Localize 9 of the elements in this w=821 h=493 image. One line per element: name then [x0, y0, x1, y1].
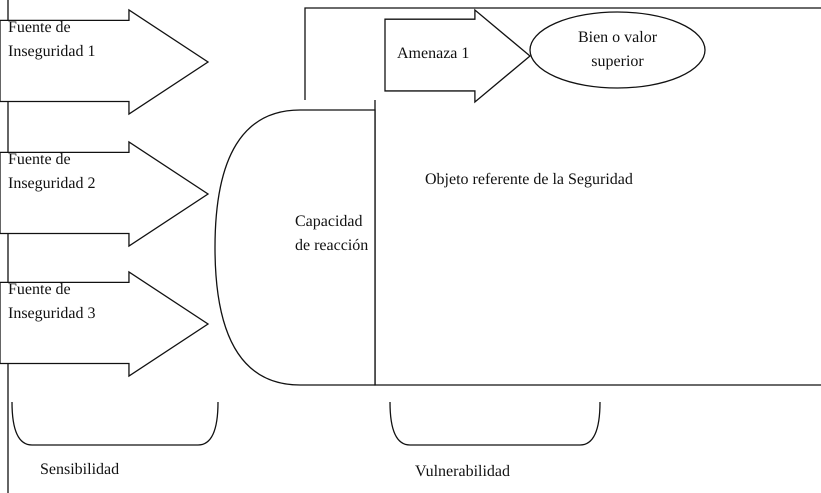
bracket-label: Vulnerabilidad — [415, 462, 510, 482]
node-text: Fuente de Inseguridad 1 — [8, 18, 97, 62]
node-text: Objeto referente de la Seguridad — [425, 170, 634, 190]
node-text: Capacidad de reacción — [295, 212, 370, 256]
node-text: Fuente de Inseguridad 2 — [8, 150, 97, 194]
node-text: Amenaza 1 — [397, 44, 470, 64]
node-text: Fuente de Inseguridad 3 — [8, 280, 97, 324]
node-text: Bien o valor superior — [576, 28, 658, 72]
bracket-label: Sensibilidad — [40, 460, 120, 480]
